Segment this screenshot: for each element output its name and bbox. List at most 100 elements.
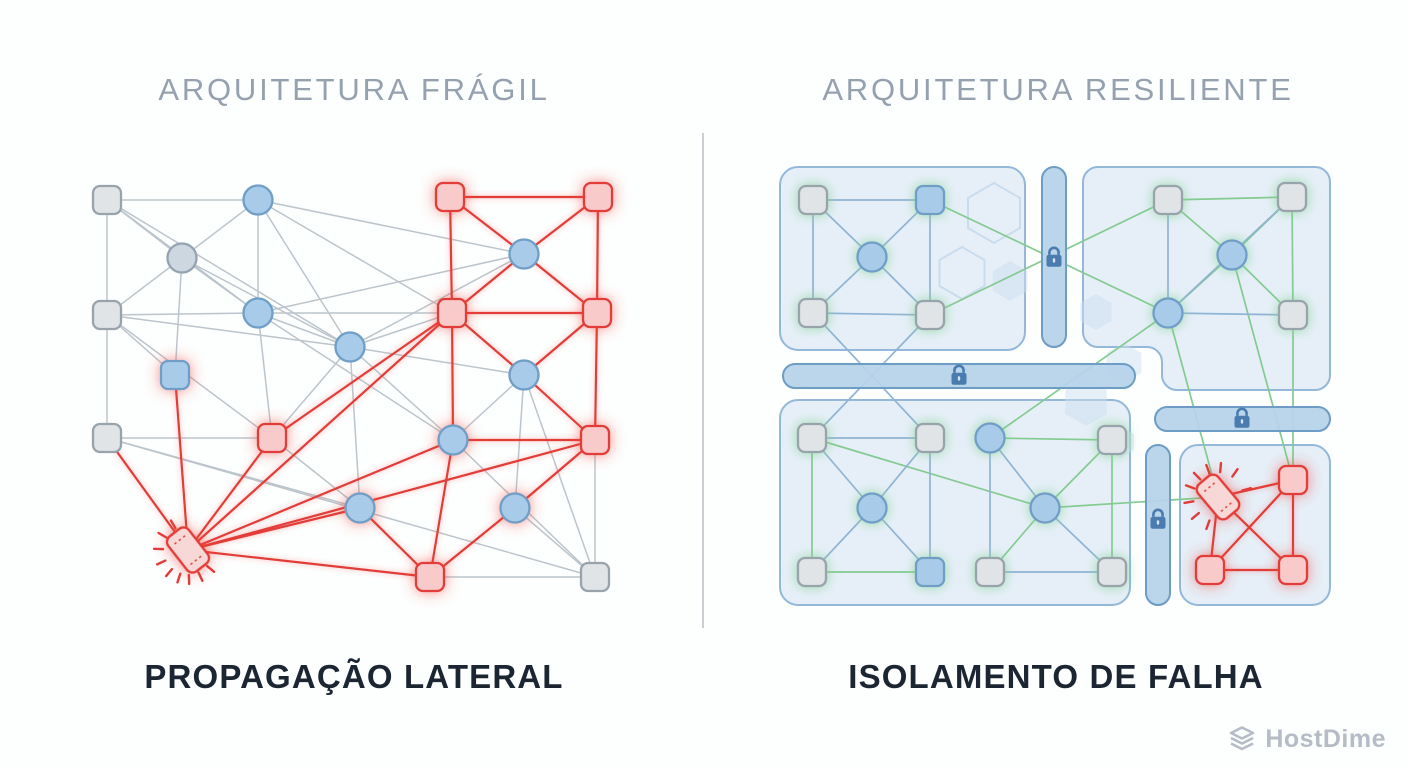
node-gray-square <box>1277 299 1309 331</box>
edge <box>811 437 1046 509</box>
fragile-architecture-title: ARQUITETURA FRÁGIL <box>158 72 550 107</box>
node-gray-square <box>796 422 828 454</box>
edge <box>271 437 361 509</box>
hostdime-logo: HostDime <box>1227 724 1386 754</box>
node-blue-square <box>159 359 191 391</box>
edge <box>186 548 432 579</box>
edge <box>173 373 190 552</box>
alert-ray <box>1192 471 1202 481</box>
edge <box>450 311 455 442</box>
node-blue-circle <box>1029 492 1061 524</box>
edge <box>257 312 454 441</box>
malware-phone-icon <box>152 519 216 586</box>
resilient-network-graph <box>779 166 1331 606</box>
alert-ray <box>205 564 216 574</box>
malware-phone-icon <box>1183 461 1253 531</box>
edge <box>1231 254 1294 481</box>
node-red-square <box>1194 554 1226 586</box>
edge <box>257 312 273 439</box>
node-gray-square <box>1096 424 1128 456</box>
edge <box>989 437 1113 441</box>
node-gray-square <box>579 561 611 593</box>
node-gray-square <box>914 299 946 331</box>
alert-ray <box>1231 467 1239 478</box>
firewall-bar-horizontal-left <box>782 363 1136 389</box>
alert-ray <box>176 572 182 584</box>
edge <box>448 195 454 315</box>
stacked-layers-icon <box>1230 726 1255 751</box>
red-links <box>105 195 600 579</box>
edge <box>349 312 453 348</box>
firewall-bar-horizontal-right <box>1154 406 1331 432</box>
alert-ray <box>157 531 168 539</box>
lock-icon <box>951 364 967 385</box>
edge <box>595 195 600 315</box>
edge <box>270 311 454 440</box>
lock-icon <box>1150 508 1166 529</box>
edge <box>1167 312 1294 316</box>
zone-bottom-left <box>779 399 1131 606</box>
edge <box>186 311 454 552</box>
node-gray-square <box>974 556 1006 588</box>
edge <box>257 199 525 255</box>
node-red-square <box>1277 554 1309 586</box>
node-red-square <box>582 181 614 213</box>
alert-ray <box>1218 461 1223 474</box>
node-blue-square <box>914 556 946 588</box>
node-red-square <box>256 422 288 454</box>
edge <box>271 346 351 439</box>
hexagon-decoration <box>992 261 1028 301</box>
edge <box>428 506 517 579</box>
edge <box>106 199 351 348</box>
firewall-bar-vertical-bottom <box>1145 444 1171 606</box>
node-blue-circle <box>242 184 274 216</box>
alert-ray <box>197 571 204 583</box>
alert-ray <box>1240 487 1253 492</box>
edge <box>514 374 525 509</box>
edge <box>349 346 525 376</box>
node-blue-circle <box>334 331 366 363</box>
edge <box>257 312 351 348</box>
edge <box>349 253 525 348</box>
node-blue-circle <box>508 238 540 270</box>
node-red-square <box>579 424 611 456</box>
edge <box>257 199 351 348</box>
edge <box>181 199 259 259</box>
hexagon-decoration <box>1080 294 1112 330</box>
edge <box>257 253 525 314</box>
alert-ray <box>1183 500 1195 505</box>
edge <box>593 311 599 442</box>
node-red-square <box>434 181 466 213</box>
edge <box>257 199 453 314</box>
alert-ray <box>1205 519 1211 531</box>
edge <box>1167 196 1293 201</box>
edge <box>812 312 931 316</box>
alert-ray <box>155 559 167 566</box>
edge <box>186 438 455 552</box>
edge <box>428 438 455 579</box>
fault-isolation-caption: ISOLAMENTO DE FALHA <box>848 658 1264 695</box>
node-red-square <box>1277 464 1309 496</box>
node-blue-circle <box>856 241 888 273</box>
node-gray-square <box>91 299 123 331</box>
edge <box>186 438 597 552</box>
alert-ray <box>164 567 174 578</box>
edge <box>174 257 183 376</box>
zone-top-left <box>779 166 1026 351</box>
node-red-square <box>581 297 613 329</box>
resilient-architecture-title: ARQUITETURA RESILIENTE <box>822 72 1294 107</box>
lock-icon <box>1046 246 1062 267</box>
edge <box>1291 196 1294 316</box>
hexagon-decoration <box>938 245 986 301</box>
hexagon-decoration <box>1065 378 1107 426</box>
firewall-bar-vertical-top <box>1041 166 1067 348</box>
logo-wordmark: HostDime <box>1265 724 1386 753</box>
node-gray-square <box>797 297 829 329</box>
node-blue-circle <box>508 359 540 391</box>
edge <box>1208 478 1295 572</box>
node-gray-square <box>91 184 123 216</box>
edge <box>452 374 525 441</box>
edge <box>523 374 596 578</box>
